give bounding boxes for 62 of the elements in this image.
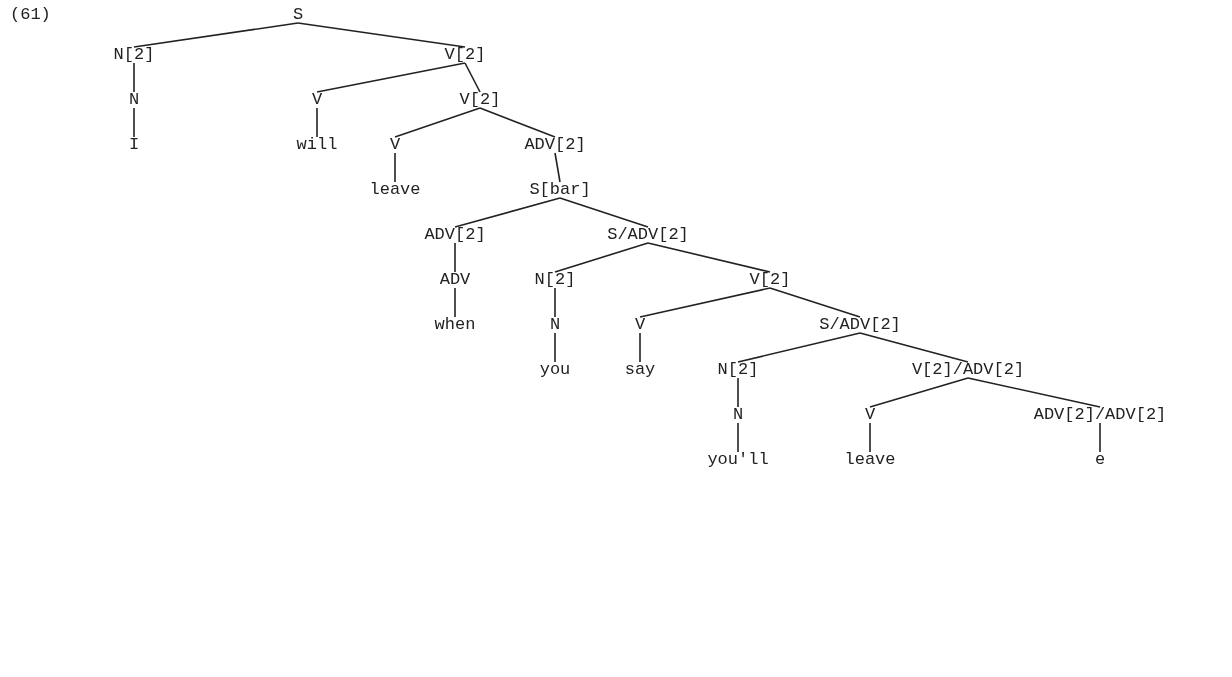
tree-node-label: V [388,135,402,155]
tree-branch-line [133,107,135,138]
tree-node-label: S [291,5,305,25]
tree-node-label: I [127,135,141,155]
tree-node-label: ADV [438,270,472,290]
tree-branch-line [479,107,556,138]
tree-branch-line [316,62,466,93]
tree-branch-line [394,107,481,138]
tree-node-label: V[2] [443,45,487,65]
tree-node-label: S/ADV[2] [606,225,690,245]
tree-node-label: S[bar] [528,180,592,200]
tree-branch-line [559,197,649,228]
tree-node-label: V[2] [458,90,502,110]
example-number: (61) [10,5,51,25]
tree-branch-line [454,287,456,318]
tree-node-label: leave [843,450,897,470]
tree-branch-line [554,152,561,183]
tree-node-label: you [538,360,572,380]
tree-node-label: V [633,315,647,335]
tree-branch-line [297,22,466,48]
tree-node-label: when [433,315,477,335]
tree-node-label: S/ADV[2] [818,315,902,335]
tree-node-label: leave [368,180,422,200]
tree-node-label: V [310,90,324,110]
tree-branch-line [737,422,739,453]
tree-branch-line [869,422,871,453]
tree-node-label: V[2] [748,270,792,290]
tree-branch-line [639,287,771,318]
tree-node-label: N[2] [716,360,760,380]
tree-node-label: N [127,90,141,110]
tree-node-label: ADV[2] [423,225,487,245]
tree-node-label: ADV[2] [523,135,587,155]
tree-branch-line [316,107,318,138]
tree-branch-line [1099,422,1101,453]
tree-branch-line [554,287,556,318]
tree-branch-line [133,62,135,93]
tree-branch-line [737,377,739,408]
tree-branch-line [394,152,396,183]
tree-branch-line [554,332,556,363]
tree-node-label: ADV[2]/ADV[2] [1032,405,1168,425]
tree-node-label: N [548,315,562,335]
tree-branch-line [133,22,299,48]
tree-branch-line [769,287,861,318]
tree-node-label: V [863,405,877,425]
tree-node-label: say [623,360,657,380]
tree-branch-line [647,242,771,273]
tree-branch-line [869,377,969,408]
tree-branch-line [454,197,561,228]
tree-node-label: N[2] [533,270,577,290]
tree-node-label: will [295,135,339,155]
tree-node-label: you'll [706,450,770,470]
tree-branch-line [554,242,649,273]
tree-branch-line [464,62,481,93]
tree-branch-line [967,377,1101,408]
tree-branch-line [639,332,641,363]
tree-branch-line [737,332,861,363]
tree-node-label: e [1093,450,1107,470]
tree-node-label: N [731,405,745,425]
tree-node-label: V[2]/ADV[2] [910,360,1026,380]
tree-branch-line [454,242,456,273]
tree-node-label: N[2] [112,45,156,65]
tree-branch-line [859,332,969,363]
